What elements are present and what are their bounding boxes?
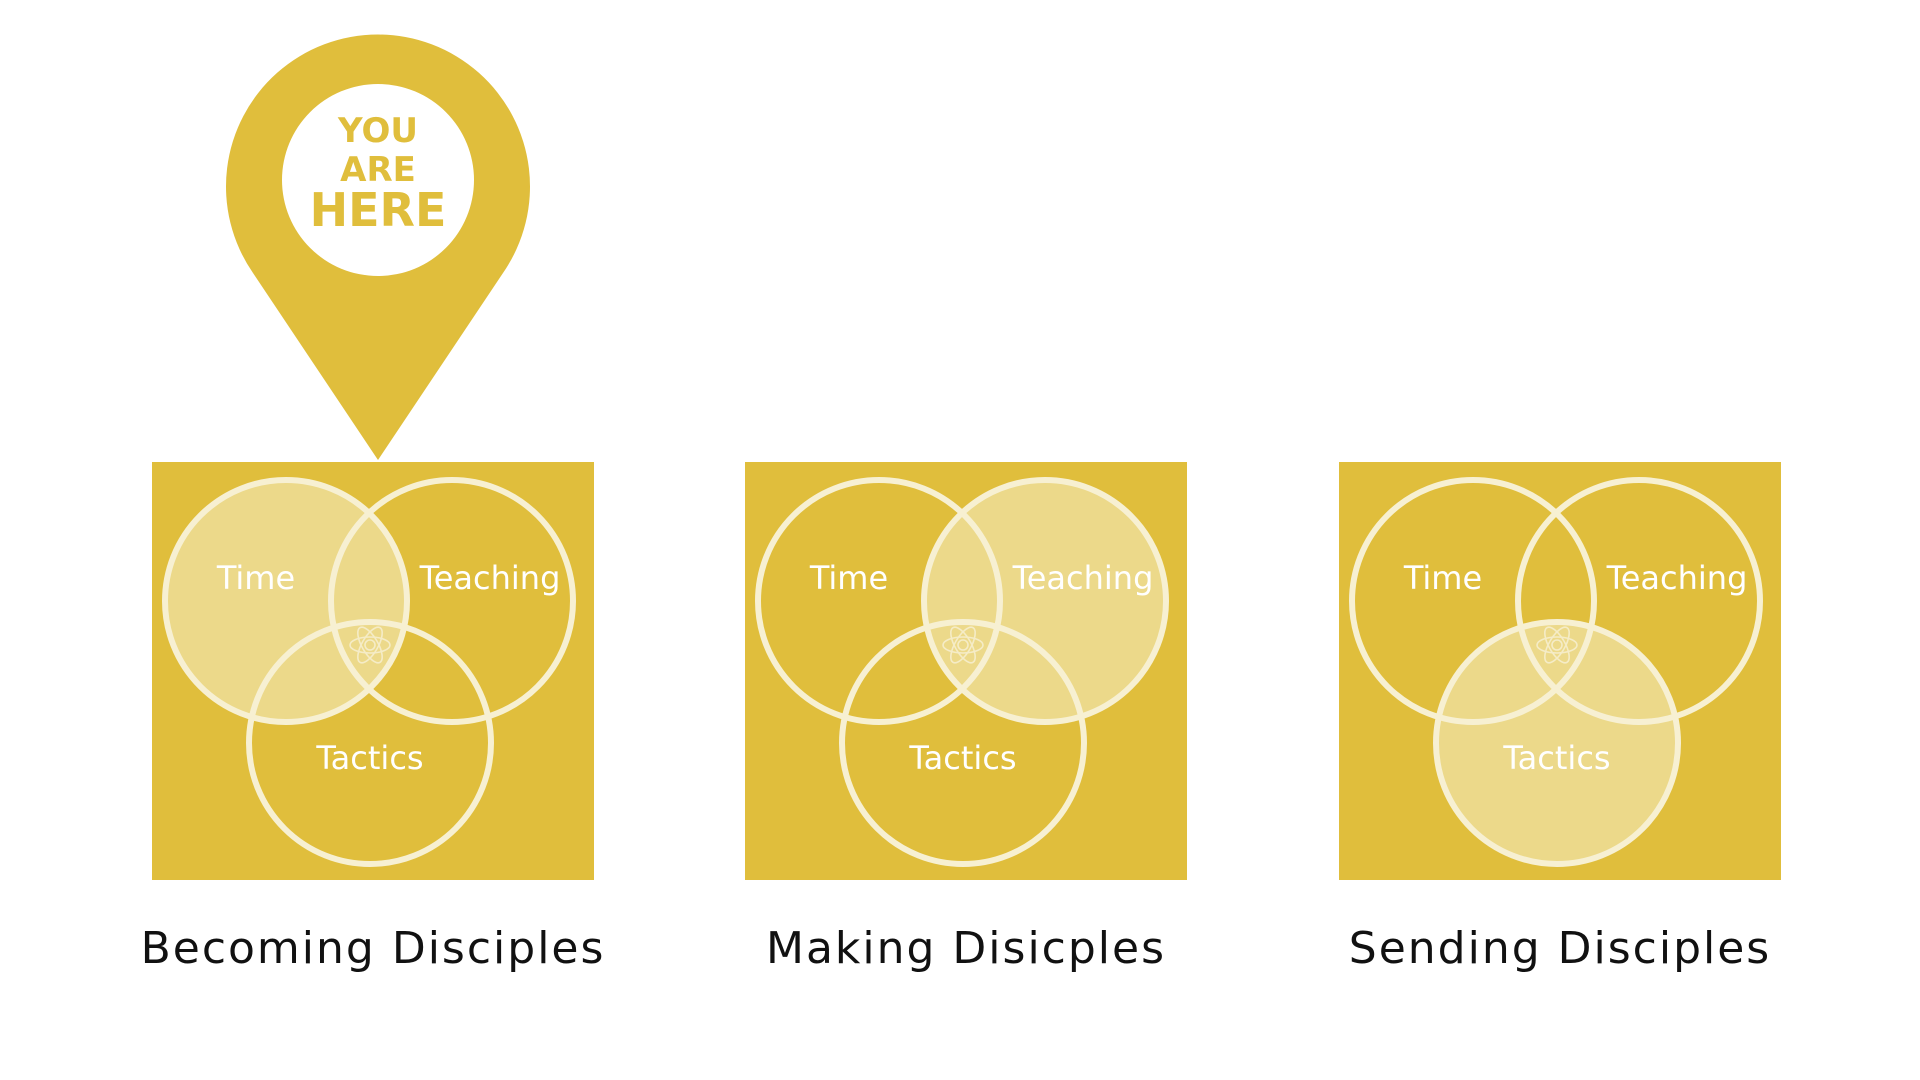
time-circle: [1349, 477, 1597, 725]
pin-inner-circle: [282, 84, 474, 276]
label-teaching: Teaching: [419, 559, 561, 597]
you-are-here-pin: YOU ARE HERE: [226, 34, 531, 461]
teaching-circle: [328, 477, 576, 725]
label-teaching: Teaching: [1012, 559, 1154, 597]
label-time: Time: [216, 559, 295, 597]
pin-text-here: HERE: [310, 183, 447, 237]
tactics-circle: [1433, 619, 1681, 867]
label-tactics: Tactics: [908, 739, 1016, 777]
label-time: Time: [1403, 559, 1482, 597]
label-tactics: Tactics: [1502, 739, 1610, 777]
pin-text-are: ARE: [340, 150, 416, 190]
label-teaching: Teaching: [1606, 559, 1748, 597]
time-circle: [755, 477, 1003, 725]
tactics-circle: [839, 619, 1087, 867]
time-circle: [162, 477, 410, 725]
teaching-circle: [1515, 477, 1763, 725]
label-tactics: Tactics: [315, 739, 423, 777]
tactics-circle: [246, 619, 494, 867]
panel-caption: Becoming Disciples: [141, 923, 606, 974]
atom-icon: [942, 626, 984, 664]
panel-caption: Sending Disciples: [1349, 923, 1771, 974]
pin-text-you: YOU: [337, 111, 418, 151]
atom-icon: [1536, 626, 1578, 664]
panel-caption: Making Disicples: [766, 923, 1166, 974]
teaching-circle: [921, 477, 1169, 725]
atom-icon: [349, 626, 391, 664]
label-time: Time: [809, 559, 888, 597]
tactics-circle-highlight: [1436, 622, 1678, 864]
